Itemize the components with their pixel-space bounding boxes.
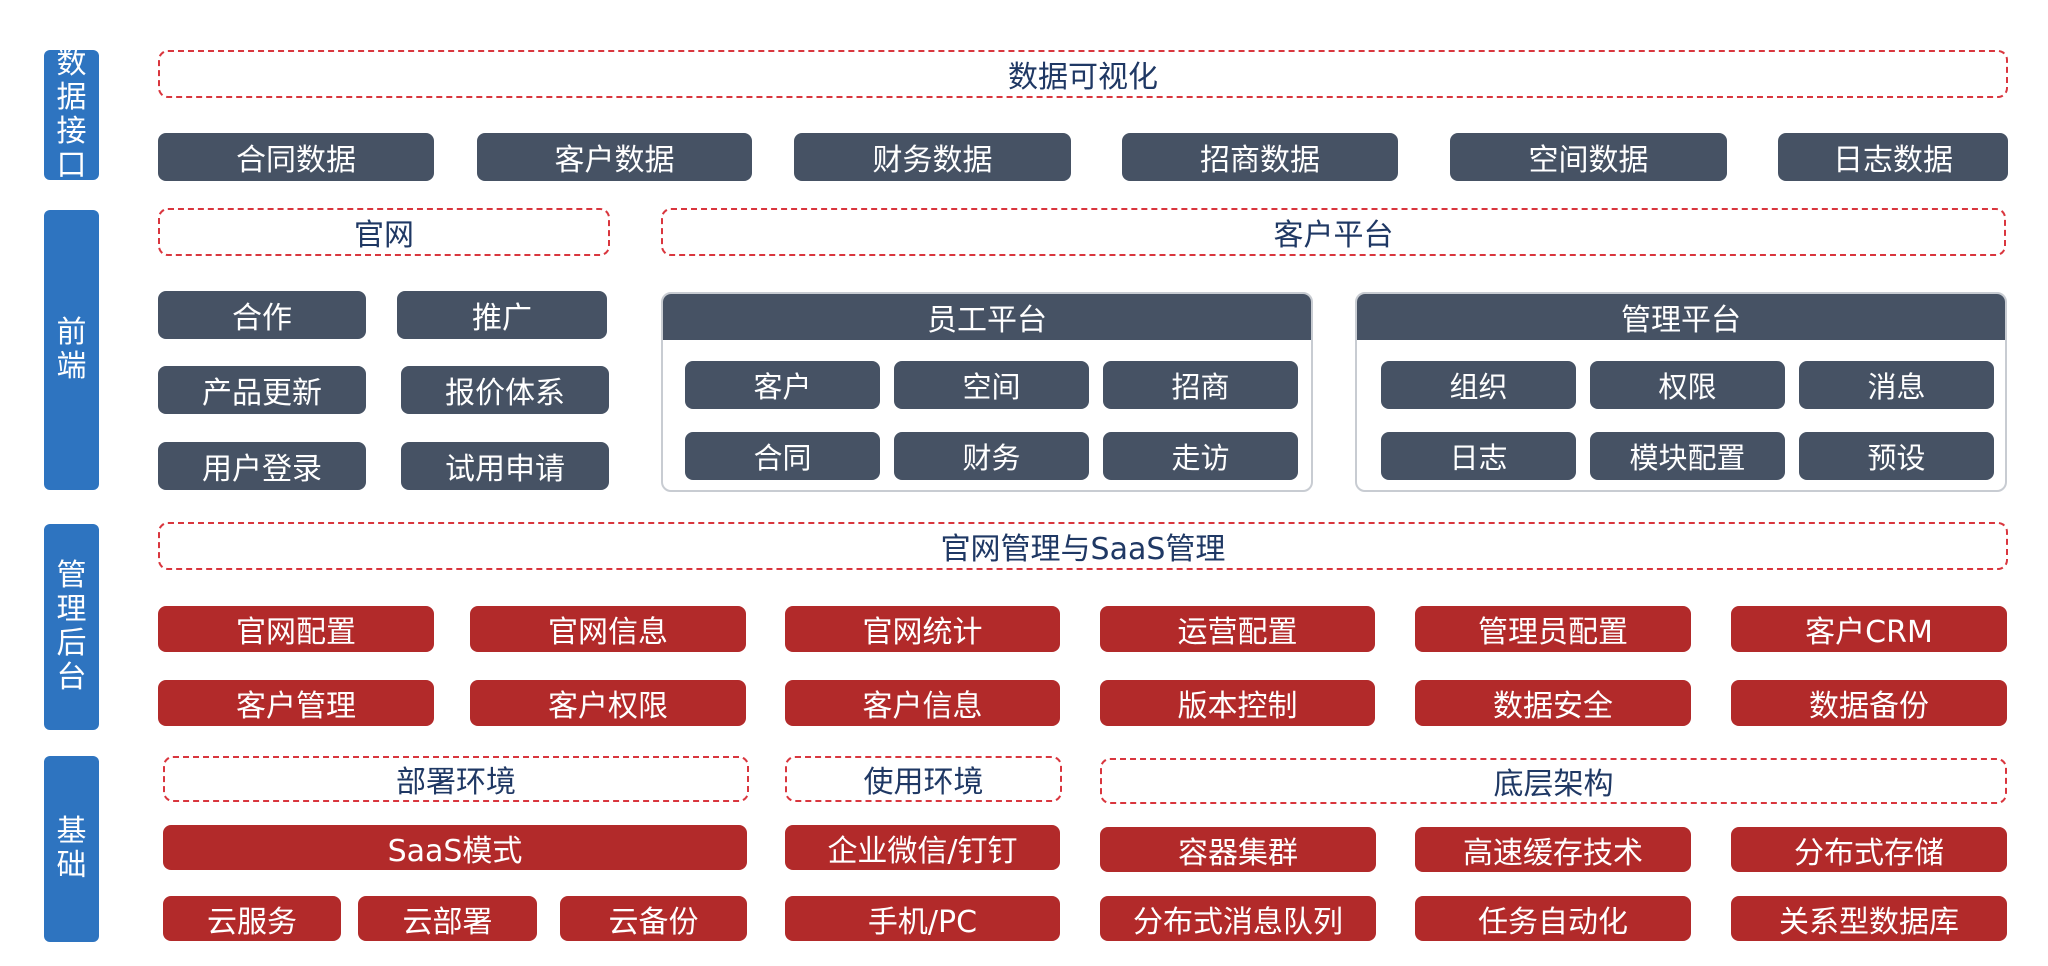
deploy-item: 云部署 — [358, 896, 537, 941]
section-label: 管理后台 — [56, 558, 87, 695]
staff-item: 走访 — [1103, 432, 1298, 480]
infra-item: 分布式消息队列 — [1100, 896, 1376, 941]
management-platform-panel: 管理平台 组织 权限 消息 日志 模块配置 预设 — [1355, 292, 2007, 492]
usage-env-header: 使用环境 — [785, 756, 1062, 802]
admin-item: 官网配置 — [158, 606, 434, 652]
management-item: 消息 — [1799, 361, 1994, 409]
staff-platform-panel: 员工平台 客户 空间 招商 合同 财务 走访 — [661, 292, 1313, 492]
section-label: 基础 — [56, 814, 87, 883]
data-item: 空间数据 — [1450, 133, 1727, 181]
infra-header: 底层架构 — [1100, 758, 2007, 804]
data-item: 合同数据 — [158, 133, 434, 181]
staff-item: 空间 — [894, 361, 1089, 409]
management-item: 模块配置 — [1590, 432, 1785, 480]
infra-item: 关系型数据库 — [1731, 896, 2007, 941]
management-platform-title: 管理平台 — [1357, 294, 2005, 340]
admin-item: 客户信息 — [785, 680, 1060, 726]
website-item: 合作 — [158, 291, 366, 339]
admin-header: 官网管理与SaaS管理 — [158, 522, 2008, 570]
data-item: 日志数据 — [1778, 133, 2008, 181]
section-label: 前端 — [56, 315, 87, 384]
data-item: 招商数据 — [1122, 133, 1398, 181]
infra-item: 容器集群 — [1100, 827, 1376, 872]
customer-platform-header: 客户平台 — [661, 208, 2006, 256]
website-header: 官网 — [158, 208, 610, 256]
admin-item: 官网信息 — [470, 606, 746, 652]
staff-platform-title: 员工平台 — [663, 294, 1311, 340]
deploy-item: 云服务 — [163, 896, 341, 941]
management-item: 预设 — [1799, 432, 1994, 480]
section-foundation: 基础 — [44, 756, 99, 942]
infra-item: 高速缓存技术 — [1415, 827, 1691, 872]
admin-item: 客户权限 — [470, 680, 746, 726]
saas-mode-item: SaaS模式 — [163, 825, 747, 870]
data-visualization-header: 数据可视化 — [158, 50, 2008, 98]
section-data-interface: 数据接口 — [44, 46, 99, 183]
admin-item: 客户管理 — [158, 680, 434, 726]
usage-item: 手机/PC — [785, 896, 1060, 941]
admin-item: 数据安全 — [1415, 680, 1691, 726]
section-label: 数据接口 — [56, 46, 87, 183]
infra-item: 分布式存储 — [1731, 827, 2007, 872]
admin-item: 数据备份 — [1731, 680, 2007, 726]
data-item: 客户数据 — [477, 133, 752, 181]
staff-item: 招商 — [1103, 361, 1298, 409]
usage-item: 企业微信/钉钉 — [785, 825, 1060, 870]
section-admin-backend: 管理后台 — [44, 524, 99, 730]
admin-item: 版本控制 — [1100, 680, 1375, 726]
management-item: 组织 — [1381, 361, 1576, 409]
management-item: 权限 — [1590, 361, 1785, 409]
deploy-env-header: 部署环境 — [163, 756, 749, 802]
infra-item: 任务自动化 — [1415, 896, 1691, 941]
admin-item: 客户CRM — [1731, 606, 2007, 652]
staff-item: 客户 — [685, 361, 880, 409]
staff-item: 财务 — [894, 432, 1089, 480]
admin-item: 管理员配置 — [1415, 606, 1691, 652]
website-item: 试用申请 — [401, 442, 609, 490]
deploy-item: 云备份 — [560, 896, 747, 941]
management-item: 日志 — [1381, 432, 1576, 480]
staff-item: 合同 — [685, 432, 880, 480]
website-item: 推广 — [397, 291, 607, 339]
admin-item: 官网统计 — [785, 606, 1060, 652]
website-item: 产品更新 — [158, 366, 366, 414]
data-item: 财务数据 — [794, 133, 1071, 181]
website-item: 用户登录 — [158, 442, 366, 490]
website-item: 报价体系 — [401, 366, 609, 414]
section-frontend: 前端 — [44, 210, 99, 490]
admin-item: 运营配置 — [1100, 606, 1375, 652]
